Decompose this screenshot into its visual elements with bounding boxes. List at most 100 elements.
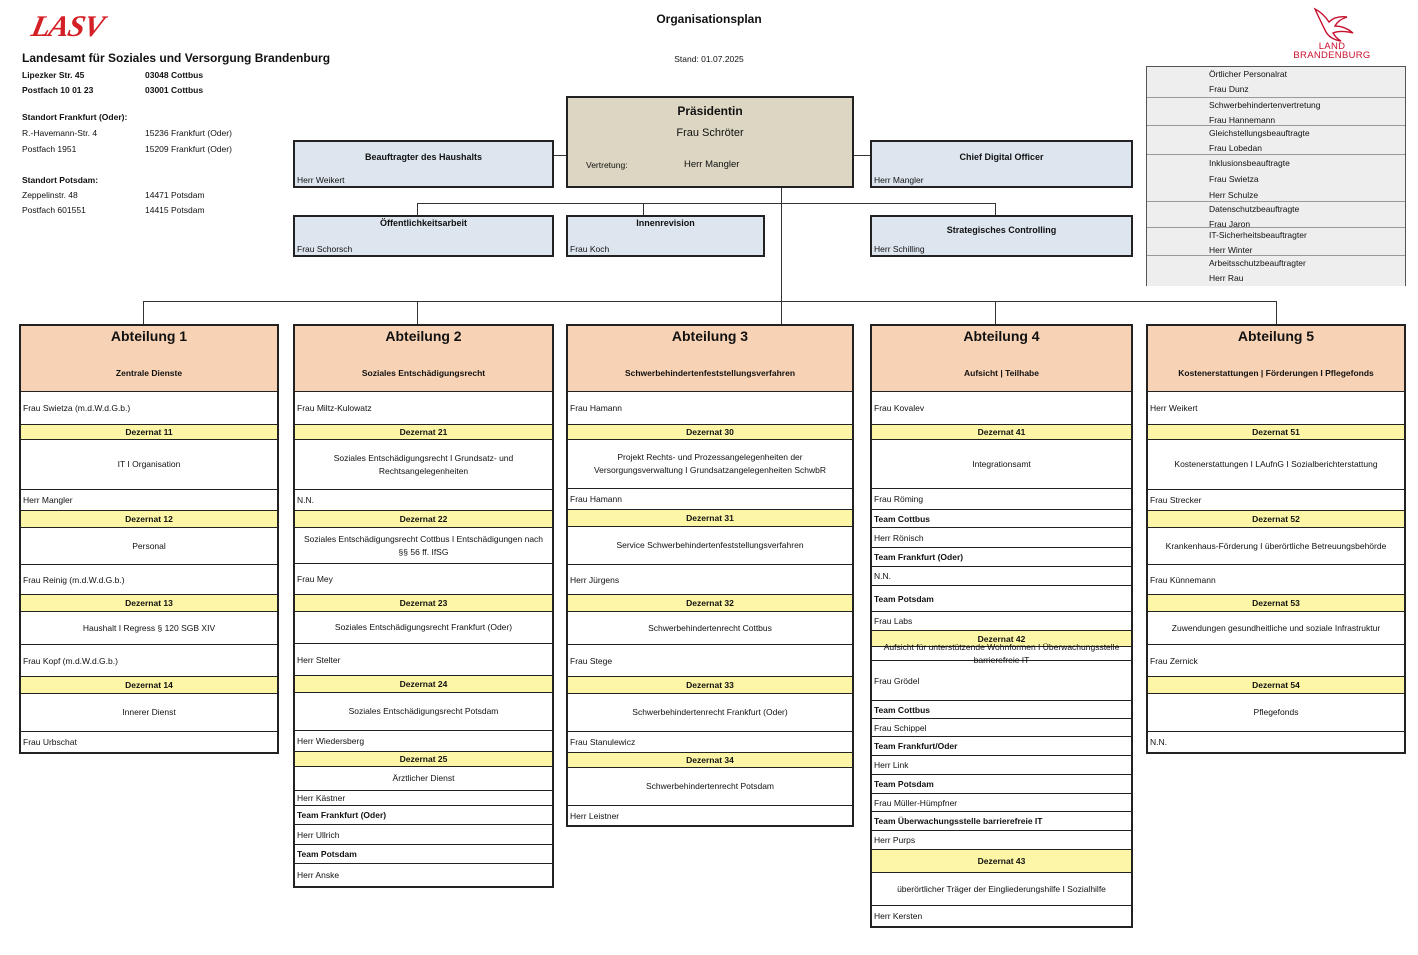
cdo-name: Herr Mangler (874, 175, 924, 185)
representative-name: Herr Rau (1209, 273, 1244, 283)
dezernat-label: Dezernat 53 (1148, 595, 1404, 612)
person-name: Herr Ullrich (295, 825, 552, 845)
dezernat-description: Aufsicht für unterstützende Wohnformen I… (872, 642, 1131, 665)
representative-role: Schwerbehindertenvertretung (1209, 100, 1321, 110)
dezernat-label: Dezernat 23 (295, 595, 552, 612)
dezernat-description: Haushalt I Regress § 120 SGB XIV (21, 612, 277, 645)
person-name: N.N. (872, 567, 1131, 586)
person-name: N.N. (295, 490, 552, 511)
connector-line (143, 301, 144, 324)
connector-line (643, 203, 644, 216)
dezernat-label: Dezernat 21 (295, 425, 552, 440)
address-po-plz: 03001 Cottbus (145, 85, 204, 95)
dezernat-description: Soziales Entschädigungsrecht I Grundsatz… (295, 440, 552, 490)
dezernat-description: Schwerbehindertenrecht Potsdam (568, 768, 852, 806)
address-street: Lipezker Str. 45 (22, 70, 85, 80)
department-subtitle: Aufsicht | Teilhabe (964, 368, 1039, 378)
connector-line (417, 203, 995, 204)
revision-title: Innenrevision (636, 218, 695, 228)
connector-line (1276, 301, 1277, 324)
person-name: Frau Zernick (1148, 645, 1404, 677)
controlling-box: Strategisches Controlling Herr Schilling (870, 215, 1133, 257)
representative-name: Herr Winter (1209, 245, 1253, 255)
controlling-name: Herr Schilling (874, 244, 925, 254)
team-label: Team Potsdam (872, 586, 1131, 612)
team-label: Team Potsdam (295, 845, 552, 864)
dezernat-description: Service Schwerbehindertenfeststellungsve… (568, 527, 852, 565)
logo-land-text: LAND (1318, 41, 1346, 52)
team-label: Team Überwachungsstelle barrierefreie IT (872, 812, 1131, 831)
dezernat-label: Dezernat 25 (295, 752, 552, 767)
representative-role: IT-Sicherheitsbeauftragter (1209, 230, 1307, 240)
ffo-street: R.-Havemann-Str. 4 (22, 128, 98, 138)
dezernat-label: Dezernat 24 (295, 676, 552, 693)
person-name: Frau Schippel (872, 719, 1131, 737)
representative-role: Örtlicher Personalrat (1209, 69, 1287, 79)
pdm-street: Zeppelinstr. 48 (22, 190, 78, 200)
person-name: Frau Müller-Hümpfner (872, 794, 1131, 812)
representative-name: Frau Lobedan (1209, 143, 1262, 153)
dezernat-label: Dezernat 11 (21, 425, 277, 440)
person-name: Frau Labs (872, 612, 1131, 631)
stand-date: Stand: 01.07.2025 (674, 54, 744, 64)
department-title: Abteilung 2 (385, 328, 462, 344)
dezernat-label: Dezernat 13 (21, 595, 277, 612)
representative-role: Inklusionsbeauftragte (1209, 158, 1290, 168)
dezernat-description: Personal (21, 528, 277, 565)
dezernat-label: Dezernat 33 (568, 677, 852, 694)
person-name: Frau Röming (872, 489, 1131, 510)
connector-line (554, 155, 567, 156)
dezernat-label: Dezernat 31 (568, 510, 852, 527)
person-name: Frau Stanulewicz (568, 732, 852, 753)
department-title: Abteilung 3 (671, 328, 749, 344)
team-label: Team Frankfurt/Oder (872, 737, 1131, 756)
connector-line (417, 301, 418, 324)
address-street-plz: 03048 Cottbus (145, 70, 204, 80)
organisation-name: Landesamt für Soziales und Versorgung Br… (22, 51, 331, 65)
person-name: Herr Stelter (295, 644, 552, 676)
department-header: Abteilung 1 Zentrale Dienste (21, 326, 277, 392)
cdo-title: Chief Digital Officer (959, 152, 1044, 162)
department-subtitle: Soziales Entschädigungsrecht (361, 368, 486, 378)
person-name: Herr Kersten (874, 911, 923, 921)
department-subtitle: Zentrale Dienste (115, 368, 183, 378)
team-label: Team Frankfurt (Oder) (295, 806, 552, 825)
cdo-box: Chief Digital Officer Herr Mangler (870, 140, 1133, 188)
dezernat-description: Integrationsamt (872, 440, 1131, 489)
ffo-street-plz: 15236 Frankfurt (Oder) (145, 128, 232, 138)
person-name: Herr Purps (872, 831, 1131, 850)
dezernat-description: IT I Organisation (21, 440, 277, 490)
ffo-po: Postfach 1951 (22, 144, 77, 154)
department-header: Abteilung 2 Soziales Entschädigungsrecht (295, 326, 552, 392)
representative-name: Frau Swietza (1209, 174, 1259, 184)
representative-role: Gleichstellungsbeauftragte (1209, 128, 1310, 138)
representative-name: Frau Dunz (1209, 84, 1249, 94)
dezernat-description: Innerer Dienst (21, 694, 277, 732)
representative-name: Frau Hannemann (1209, 115, 1276, 125)
pr-box: Öffentlichkeitsarbeit Frau Schorsch (293, 215, 554, 257)
dezernat-label: Dezernat 52 (1148, 511, 1404, 528)
dezernat-label: Dezernat 43 (872, 850, 1131, 873)
pr-name: Frau Schorsch (297, 244, 353, 254)
person-name: Frau Kopf (m.d.W.d.G.b.) (21, 645, 277, 677)
connector-line (995, 203, 996, 216)
representative-name: Herr Schulze (1209, 190, 1259, 200)
person-name: Herr Kästner (295, 791, 552, 806)
team-label: Team Potsdam (872, 775, 1131, 794)
revision-name: Frau Koch (570, 244, 610, 254)
department-title: Abteilung 1 (110, 328, 188, 344)
dezernat-description: Schwerbehindertenrecht Frankfurt (Oder) (568, 694, 852, 732)
person-name: Herr Wiedersberg (295, 731, 552, 752)
person-name: N.N. (1150, 737, 1167, 747)
ffo-po-plz: 15209 Frankfurt (Oder) (145, 144, 232, 154)
department-subtitle: Schwerbehindertenfeststellungsverfahren (624, 368, 796, 378)
